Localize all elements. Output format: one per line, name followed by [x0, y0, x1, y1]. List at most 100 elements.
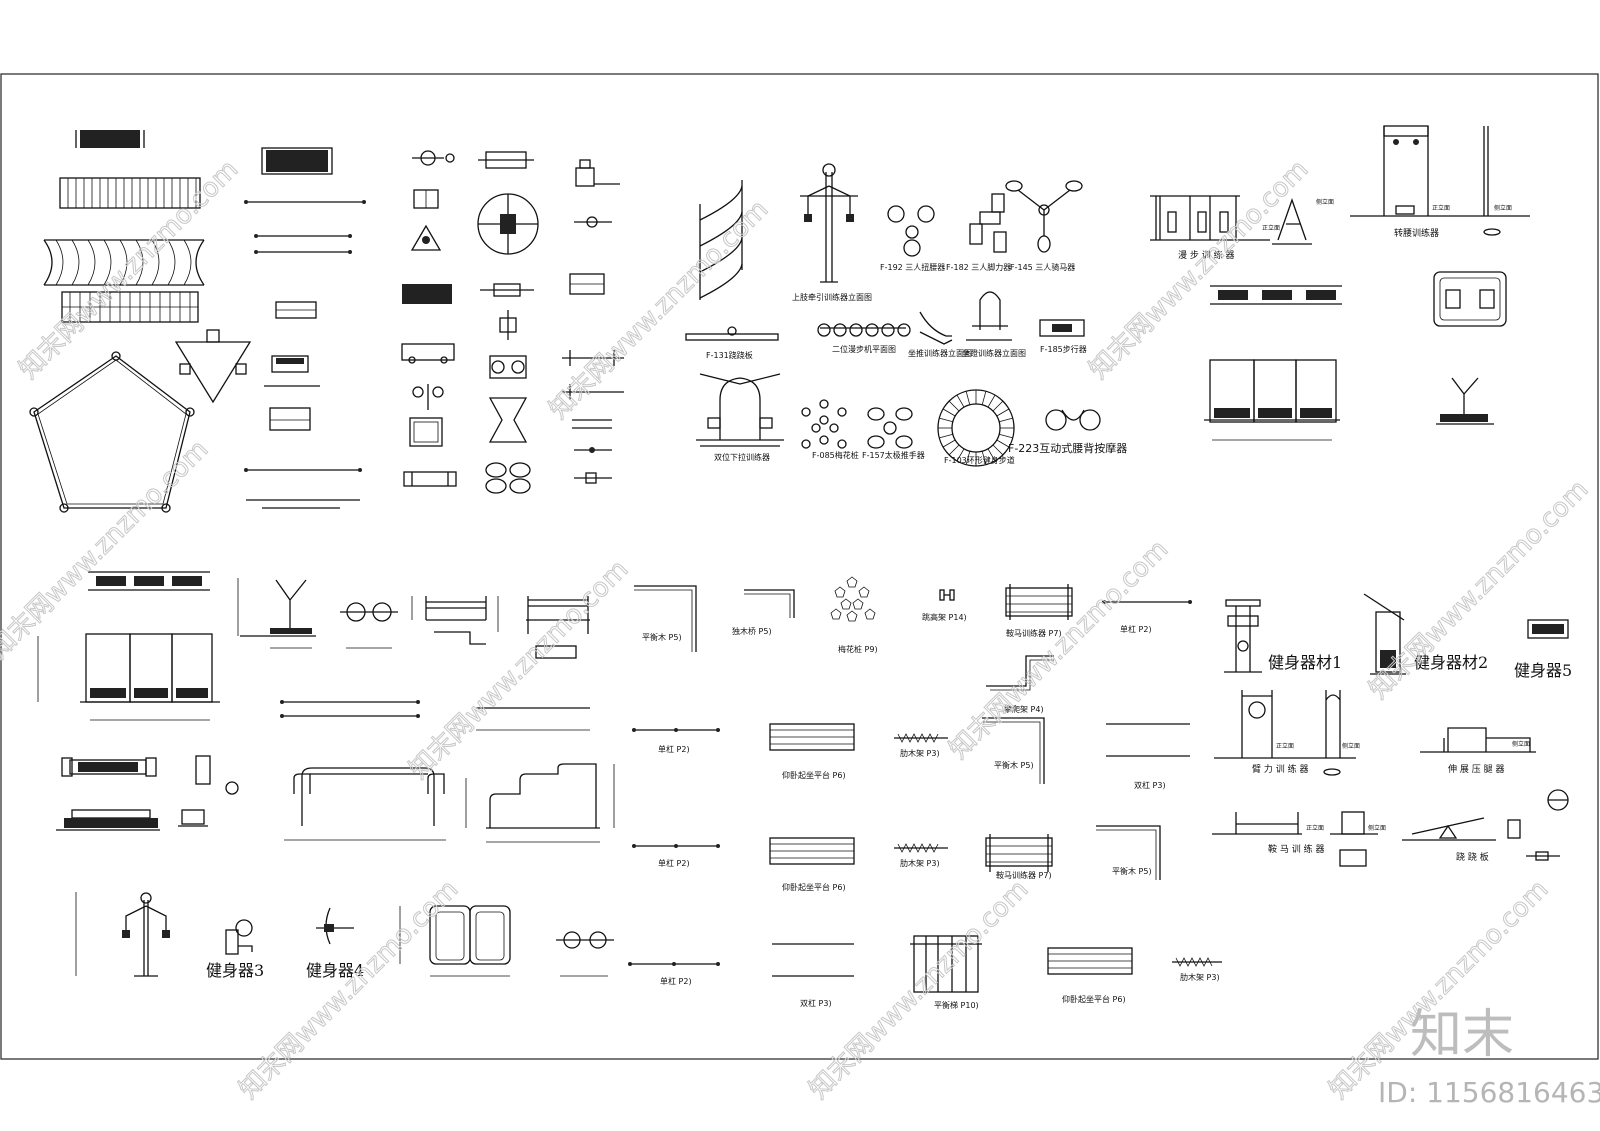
stretch-device-side	[1436, 377, 1494, 425]
ring-segment	[939, 433, 953, 439]
plum-piles-p9	[830, 576, 876, 622]
label-front-view-2: 正立面	[1432, 204, 1450, 212]
label-front-view-4: 正立面	[1306, 824, 1324, 832]
watermark-1: 知末网www.znzmo.com	[14, 154, 245, 385]
plum-pile	[829, 423, 839, 433]
wave-arc	[183, 239, 192, 286]
label-p14: 跳高架 P14)	[922, 612, 967, 622]
label-side-view-4: 侧立面	[1512, 740, 1530, 748]
wave-arc	[119, 239, 128, 286]
label-upper-limb: 上肢牵引训练器立面图	[792, 292, 872, 302]
label-p7-a: 鞍马训练器 P7)	[1006, 628, 1062, 638]
plum-piles-f085	[801, 399, 847, 449]
taichi-f157	[867, 407, 913, 449]
stretch-device-2	[237, 578, 316, 649]
label-front-view-1: 正立面	[1262, 224, 1280, 232]
ring-segment	[999, 417, 1013, 423]
horse-trainer-elevation	[1212, 811, 1378, 867]
walker-f185	[1039, 319, 1085, 337]
equipment-symbols-a	[401, 150, 457, 487]
single-bridge	[744, 589, 795, 618]
pentagon-track	[29, 351, 195, 513]
waist-trainer-elevation	[1350, 125, 1530, 236]
three-person-leg	[969, 193, 1007, 253]
watermark-6: 知末网www.znzmo.com	[944, 534, 1175, 765]
label-walk-trainer: 漫 步 训 练 器	[1178, 249, 1234, 261]
ring-segment	[956, 448, 965, 462]
taichi-plan-2	[340, 602, 398, 649]
walk-pedal	[817, 323, 831, 337]
equipment-symbols-c	[562, 159, 624, 484]
walk-pedal	[897, 323, 911, 337]
fitness-equip-3	[225, 919, 253, 955]
rib-ladder-p3-e	[1172, 957, 1222, 967]
label-f185: F-185步行器	[1040, 344, 1087, 354]
ring-segment	[965, 451, 971, 465]
plum-pile	[834, 586, 846, 598]
label-arm-trainer: 臂 力 训 练 器	[1252, 763, 1308, 775]
taichi-plan-3	[556, 931, 614, 977]
double-pulldown-trainer	[696, 373, 784, 447]
label-equip5: 健身器5	[1514, 661, 1572, 680]
parallel-bar-p3-a	[1106, 723, 1190, 757]
rib-ladder-p3-b	[894, 733, 948, 743]
chair-elevation	[497, 596, 590, 659]
high-jump-stand	[939, 589, 955, 601]
ring-segment	[996, 439, 1010, 448]
label-p9: 梅花桩 P9)	[838, 644, 878, 654]
press-bench-plan	[61, 755, 239, 795]
balance-beam-c	[982, 717, 1045, 784]
label-side-view-1: 侧立面	[1316, 198, 1334, 206]
label-side-view-3: 侧立面	[1342, 742, 1360, 750]
label-waist-trainer: 转腰训练器	[1394, 227, 1439, 239]
label-p7-b: 鞍马训练器 P7)	[996, 870, 1052, 880]
plum-pile	[846, 576, 858, 588]
label-p3-b: 肋木架 P3)	[900, 748, 940, 758]
ring-segment	[992, 444, 1004, 456]
plum-pile	[846, 610, 858, 622]
waist-trainer-plan	[1433, 271, 1507, 327]
double-walk-plan	[817, 323, 911, 337]
walk-trainer-front	[1204, 359, 1340, 441]
label-f223: F-223互动式腰背按摩器	[1008, 441, 1127, 455]
walk-trainer-plan-2	[88, 571, 210, 591]
label-p2-d: 单杠 P2)	[660, 976, 692, 986]
ring-segment	[942, 439, 956, 448]
climbing-frame-p4	[986, 655, 1054, 691]
ring-path-f103	[937, 389, 1015, 467]
equipment-symbols-b	[477, 151, 539, 494]
label-p3-e: 肋木架 P3)	[1180, 972, 1220, 982]
label-f157: F-157太极推手器	[862, 450, 925, 460]
three-person-twister	[887, 205, 935, 257]
plum-pile	[837, 439, 847, 449]
watermark-4: 知末网www.znzmo.com	[404, 554, 635, 785]
rib-ladder-p3-c	[894, 843, 948, 853]
ring-segment	[999, 433, 1013, 439]
arm-trainer-elevation	[1214, 690, 1356, 776]
single-bar-p2-a	[1102, 600, 1192, 604]
label-double-walk: 二位漫步机平面图	[832, 344, 896, 354]
label-p3-d: 双杠 P3)	[800, 998, 832, 1008]
label-seesaw: 跷 跷 板	[1456, 851, 1489, 863]
plum-pile	[811, 423, 821, 433]
long-bars	[280, 700, 590, 731]
plum-pile	[801, 407, 811, 417]
plum-pile	[819, 435, 829, 445]
bars-column-a	[244, 147, 366, 509]
fitness-equip-1	[1224, 599, 1262, 673]
wave-arc	[87, 239, 96, 286]
walk-pedal	[849, 323, 863, 337]
wave-arc	[135, 239, 144, 286]
situp-platform-p6-a	[769, 723, 855, 751]
site-logo: 知末	[1410, 1005, 1514, 1065]
label-f145: F-145 三人骑马器	[1010, 262, 1075, 272]
seesaw-f131	[685, 326, 779, 341]
wave-arc	[167, 239, 176, 286]
label-horse-trainer: 鞍 马 训 练 器	[1268, 843, 1324, 855]
label-f192: F-192 三人扭腰器	[880, 262, 945, 272]
walk-pedal	[865, 323, 879, 337]
label-p10: 平衡梯 P10)	[934, 1000, 979, 1010]
ring-segment	[939, 417, 953, 423]
plum-pile	[830, 608, 842, 620]
fitness-equip-4	[316, 907, 354, 945]
